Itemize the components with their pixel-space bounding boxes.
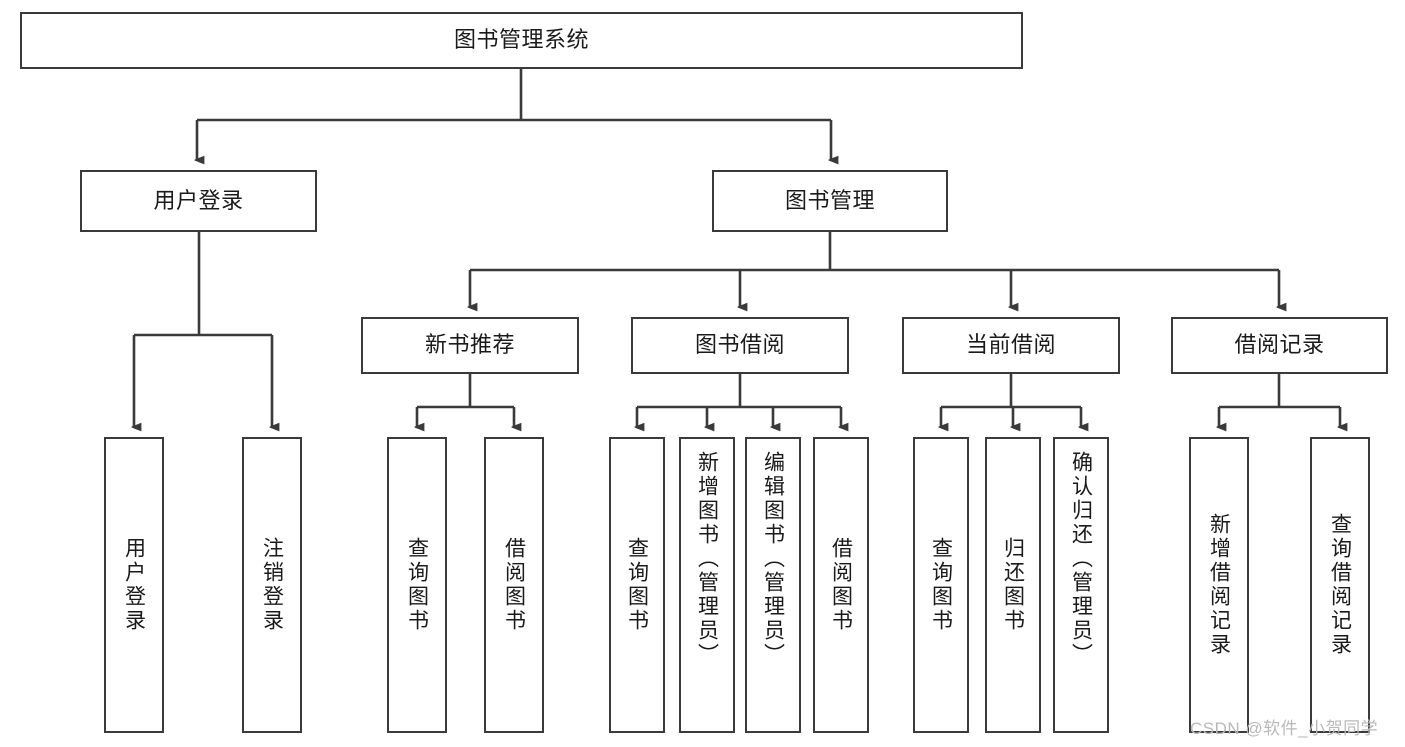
leaf-edit-book-admin-label: 编辑图书（管理员）	[761, 451, 785, 667]
leaf-query-book-recommend-label: 查询图书	[405, 537, 429, 633]
node-current-borrow-label: 当前借阅	[965, 332, 1056, 358]
leaf-query-book-recommend[interactable]: 查询图书	[387, 437, 447, 733]
leaf-add-borrow-record[interactable]: 新增借阅记录	[1189, 437, 1249, 733]
leaf-user-login-label: 用户登录	[122, 537, 146, 633]
node-book-management-label: 图书管理	[784, 187, 875, 213]
leaf-confirm-return-admin-label: 确认归还（管理员）	[1069, 451, 1093, 667]
leaf-query-book-current[interactable]: 查询图书	[913, 437, 969, 733]
node-book-borrow-label: 图书借阅	[694, 332, 785, 358]
leaf-edit-book-admin[interactable]: 编辑图书（管理员）	[745, 437, 801, 733]
leaf-logout[interactable]: 注销登录	[242, 437, 302, 733]
leaf-query-book-current-label: 查询图书	[929, 537, 953, 633]
connectors-root	[197, 69, 831, 160]
leaf-query-book-borrow-label: 查询图书	[625, 537, 649, 633]
node-user-login[interactable]: 用户登录	[80, 170, 317, 232]
leaf-return-book-label: 归还图书	[1001, 537, 1025, 633]
leaf-borrow-book-recommend[interactable]: 借阅图书	[484, 437, 544, 733]
connectors-book-management	[470, 232, 1279, 307]
connectors-new-book-recommend	[417, 374, 514, 427]
node-root-system[interactable]: 图书管理系统	[20, 12, 1023, 69]
leaf-add-book-admin[interactable]: 新增图书（管理员）	[679, 437, 735, 733]
node-book-management[interactable]: 图书管理	[712, 170, 948, 232]
leaf-add-borrow-record-label: 新增借阅记录	[1207, 513, 1231, 657]
node-book-borrow[interactable]: 图书借阅	[631, 317, 849, 374]
leaf-query-book-borrow[interactable]: 查询图书	[609, 437, 665, 733]
leaf-logout-label: 注销登录	[260, 537, 284, 633]
leaf-return-book[interactable]: 归还图书	[985, 437, 1041, 733]
connectors-book-borrow	[637, 374, 841, 427]
leaf-query-borrow-record-label: 查询借阅记录	[1328, 513, 1352, 657]
node-borrow-records-label: 借阅记录	[1234, 332, 1325, 358]
node-current-borrow[interactable]: 当前借阅	[902, 317, 1120, 374]
connectors-borrow-records	[1219, 374, 1340, 427]
leaf-add-book-admin-label: 新增图书（管理员）	[695, 451, 719, 667]
node-user-login-label: 用户登录	[153, 187, 244, 213]
node-new-book-recommend-label: 新书推荐	[424, 332, 515, 358]
leaf-query-borrow-record[interactable]: 查询借阅记录	[1310, 437, 1370, 733]
leaf-user-login[interactable]: 用户登录	[104, 437, 164, 733]
csdn-watermark: CSDN @软件_小贺同学	[1190, 719, 1379, 738]
node-new-book-recommend[interactable]: 新书推荐	[361, 317, 579, 374]
leaf-borrow-book[interactable]: 借阅图书	[813, 437, 869, 733]
leaf-borrow-book-label: 借阅图书	[829, 537, 853, 633]
connectors-user-login	[134, 232, 272, 427]
leaf-confirm-return-admin[interactable]: 确认归还（管理员）	[1053, 437, 1109, 733]
node-borrow-records[interactable]: 借阅记录	[1171, 317, 1388, 374]
node-root-label: 图书管理系统	[453, 27, 589, 53]
leaf-borrow-book-recommend-label: 借阅图书	[502, 537, 526, 633]
connectors-current-borrow	[941, 374, 1081, 427]
